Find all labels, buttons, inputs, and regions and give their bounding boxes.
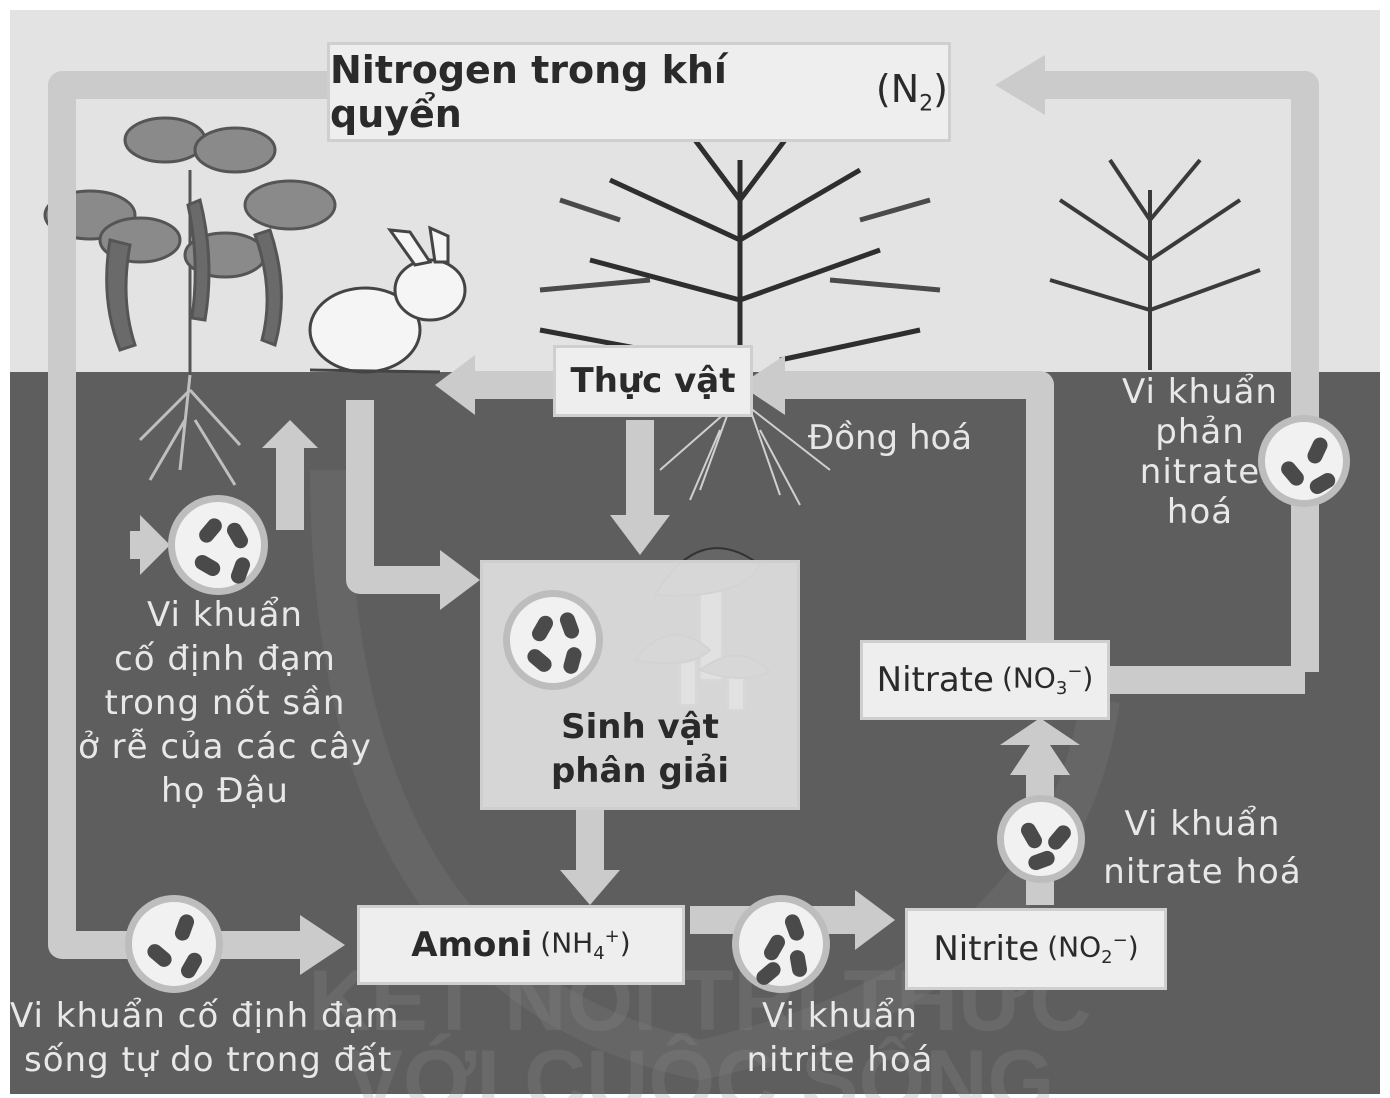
nitrite-bacteria-label: Vi khuẩn nitrite hoá — [746, 996, 934, 1080]
nitrite-box: Nitrite (NO2−) — [905, 908, 1167, 990]
watermark-line-2: VỚI CUỘC SỐNG — [346, 1033, 1055, 1098]
nitrite-label: Nitrite — [933, 929, 1040, 969]
decomposer-bacteria-icon — [503, 590, 603, 690]
arrow-assimilation — [780, 371, 1054, 640]
atmosphere-formula: (N — [875, 67, 920, 112]
legume-fixing-bacteria-label: Vi khuẩn cố định đạm trong nốt sần ở rễ … — [78, 595, 372, 811]
atmosphere-formula-close: ) — [933, 67, 948, 112]
nitrate-label: Nitrate — [876, 660, 994, 700]
rabbit — [308, 225, 467, 374]
arrow-rabbit-to-decomposers — [346, 400, 440, 594]
plants-box: Thực vật — [553, 345, 753, 417]
right-plant — [1049, 158, 1261, 370]
legume-roots — [138, 374, 242, 486]
decomposers-label-line-1: Sinh vật — [561, 707, 719, 747]
ammonium-box: Amoni (NH4+) — [357, 905, 685, 985]
atmosphere-nitrogen-label: Nitrogen trong khí quyển — [330, 48, 727, 136]
atmosphere-nitrogen-box: Nitrogen trong khí quyển (N2) — [327, 42, 951, 142]
denitrifying-bacteria-icon — [1258, 415, 1350, 507]
grass-roots — [659, 379, 831, 506]
nitrite-bacteria-icon — [732, 895, 830, 993]
atmosphere-formula-sub: 2 — [919, 91, 934, 117]
legume-fixing-bacteria-icon — [168, 495, 268, 595]
assimilation-label: Đồng hoá — [807, 418, 973, 458]
legume-plant — [43, 116, 337, 380]
ammonium-label: Amoni — [411, 925, 533, 965]
free-living-bacteria-label: Vi khuẩn cố định đạm sống tự do trong đấ… — [10, 996, 400, 1080]
denitrifying-bacteria-label: Vi khuẩn phản nitrate hoá — [1122, 372, 1278, 532]
plants-label: Thực vật — [570, 361, 736, 401]
nitrifying-bacteria-label: Vi khuẩn nitrate hoá — [1103, 804, 1302, 892]
free-living-bacteria-icon — [125, 895, 223, 993]
arrow-heads — [140, 55, 1080, 975]
nitrate-box: Nitrate (NO3−) — [860, 640, 1110, 720]
nitrifying-bacteria-icon — [997, 795, 1085, 883]
decomposers-label-line-2: phân giải — [550, 751, 730, 791]
